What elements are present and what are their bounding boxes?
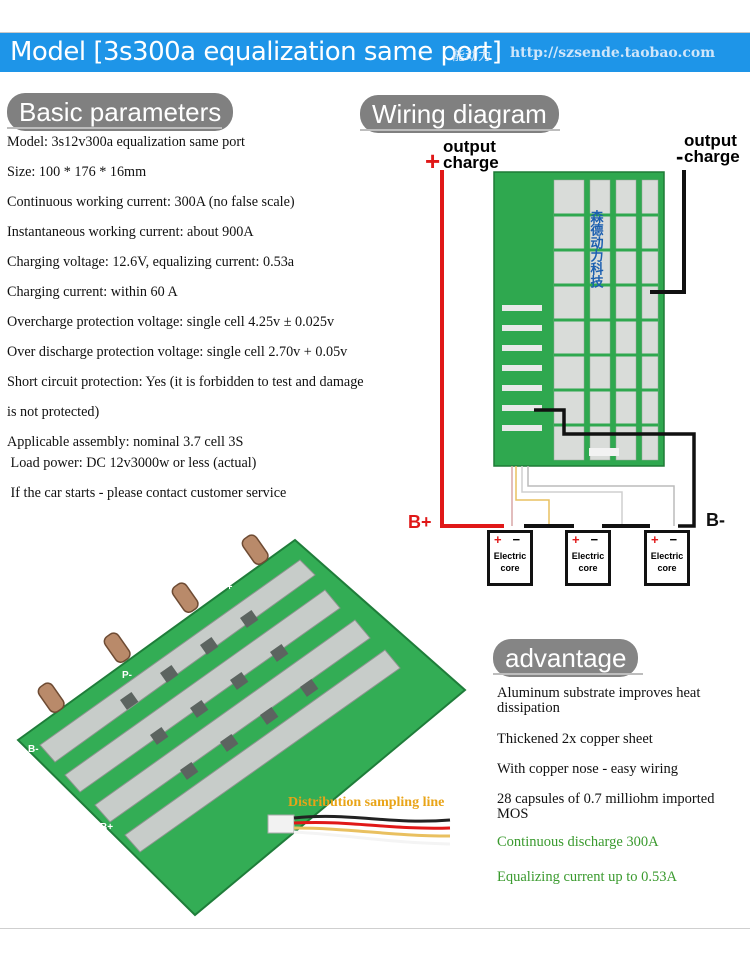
advantage-item: 28 capsules of 0.7 milliohm imported MOS bbox=[497, 791, 715, 822]
b-plus-label: B+ bbox=[408, 512, 432, 532]
copper-lugs bbox=[37, 534, 269, 713]
header-banner: Model [3s300a equalization same port] 能动… bbox=[0, 32, 750, 72]
wiring-diagram-svg: 森德动力科技 bbox=[440, 170, 696, 528]
output-negative-label: output charge bbox=[684, 131, 740, 166]
heading-underline bbox=[360, 129, 560, 131]
param-car-start: If the car starts - please contact custo… bbox=[7, 485, 287, 501]
param-short-circuit-cont: is not protected) bbox=[7, 404, 100, 420]
sampling-connector bbox=[267, 814, 295, 834]
output-negative-sign: - bbox=[676, 144, 684, 169]
advantage-heading: advantage bbox=[493, 639, 639, 677]
product-photo: B- P- B+ P+ bbox=[10, 530, 480, 925]
board-label-b-plus: B+ bbox=[100, 822, 113, 833]
wiring-diagram-heading: Wiring diagram bbox=[360, 95, 559, 133]
battery-cell-2: + − Electric core bbox=[565, 530, 611, 586]
battery-cell-1: + − Electric core bbox=[487, 530, 533, 586]
bottom-divider bbox=[0, 928, 750, 929]
sampling-wires bbox=[293, 814, 451, 846]
smd-components bbox=[502, 305, 542, 431]
b-minus-wire bbox=[534, 408, 696, 528]
advantage-item: Equalizing current up to 0.53A bbox=[497, 869, 677, 885]
distribution-sampling-label: Distribution sampling line bbox=[288, 795, 445, 810]
param-short-circuit: Short circuit protection: Yes (it is for… bbox=[7, 374, 364, 390]
wiring-diagram: 森德动力科技 bbox=[384, 130, 750, 590]
param-load-power: Load power: DC 12v3000w or less (actual) bbox=[7, 455, 257, 471]
product-photo-svg: B- P- B+ P+ bbox=[16, 534, 467, 917]
mos-chips bbox=[120, 609, 319, 780]
copper-bars bbox=[39, 559, 401, 853]
store-url: http://szsende.taobao.com bbox=[510, 45, 716, 61]
advantage-item: Thickened 2x copper sheet bbox=[497, 731, 653, 747]
header-chinese-text: 能动力 bbox=[452, 48, 492, 63]
advantage-item: With copper nose - easy wiring bbox=[497, 761, 679, 777]
output-positive-label: output charge bbox=[443, 137, 499, 172]
param-size: Size: 100 * 176 * 16mm bbox=[7, 164, 147, 180]
sense-wire-2 bbox=[515, 466, 550, 526]
output-positive-sign: + bbox=[425, 146, 441, 176]
param-charging-current: Charging current: within 60 A bbox=[7, 284, 178, 300]
param-continuous-current: Continuous working current: 300A (no fal… bbox=[7, 194, 295, 210]
advantage-item: Aluminum substrate improves heat dissipa… bbox=[497, 685, 701, 716]
param-instant-current: Instantaneous working current: about 900… bbox=[7, 224, 254, 240]
board-watermark: 森德动力科技 bbox=[589, 209, 604, 289]
board-label-b-minus: B- bbox=[28, 744, 39, 755]
sense-wire-3 bbox=[521, 466, 623, 526]
output-negative-wire bbox=[650, 170, 686, 294]
b-minus-label: B- bbox=[706, 510, 725, 530]
heading-underline bbox=[493, 673, 643, 675]
param-overdischarge: Over discharge protection voltage: singl… bbox=[7, 344, 348, 360]
board-label-p-plus: P+ bbox=[220, 582, 233, 593]
sense-wire-4 bbox=[527, 466, 675, 526]
param-model: Model: 3s12v300a equalization same port bbox=[7, 134, 245, 150]
heading-underline bbox=[7, 127, 222, 129]
balance-connector bbox=[589, 448, 619, 456]
basic-parameters-heading: Basic parameters bbox=[7, 93, 234, 131]
pad-separators bbox=[554, 213, 658, 427]
param-charging-voltage: Charging voltage: 12.6V, equalizing curr… bbox=[7, 254, 295, 270]
page-title: Model [3s300a equalization same port] bbox=[10, 37, 502, 67]
battery-cell-3: + − Electric core bbox=[644, 530, 690, 586]
red-wire bbox=[440, 170, 504, 528]
param-assembly: Applicable assembly: nominal 3.7 cell 3S bbox=[7, 434, 244, 450]
advantage-item: Continuous discharge 300A bbox=[497, 834, 659, 850]
board-label-p-minus: P- bbox=[122, 670, 132, 681]
param-overcharge: Overcharge protection voltage: single ce… bbox=[7, 314, 335, 330]
